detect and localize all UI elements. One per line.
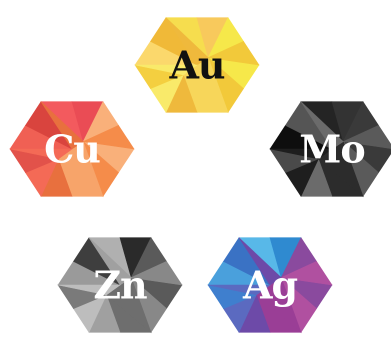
hexagon-facet: [207, 284, 271, 296]
hexagon-facet: [134, 64, 198, 76]
hexagon-facet: [182, 57, 229, 114]
hexagon-facet: [317, 141, 364, 198]
hexagon-label-zinc: Zn: [93, 263, 147, 308]
hexagon-facet: [57, 141, 104, 198]
hexagon-facet: [82, 125, 135, 150]
hexagon-zinc: [57, 237, 183, 334]
hexagon-facet: [238, 237, 282, 286]
hexagon-copper: [9, 101, 135, 198]
hexagon-label-silver: Ag: [242, 263, 297, 308]
hexagon-facet: [207, 41, 260, 66]
hexagon-label-molybdenum: Mo: [299, 127, 364, 172]
hexagon-facet: [165, 17, 209, 66]
hexagon-molybdenum: [269, 101, 391, 198]
hexagon-label-gold: Au: [168, 43, 224, 88]
hexagon-facet: [255, 277, 302, 334]
hexagon-label-copper: Cu: [44, 127, 100, 172]
hexagon-facet: [40, 101, 84, 150]
hexagon-silver: [207, 237, 333, 334]
hexagon-facet: [88, 237, 132, 286]
hexagon-facet: [9, 148, 73, 160]
hexagon-facet: [105, 277, 152, 334]
hexagon-facet: [57, 284, 121, 296]
hexagon-facet: [280, 261, 333, 286]
hexagon-facet: [130, 261, 183, 286]
hexagon-facet: [269, 148, 333, 160]
hexagon-facet: [342, 125, 391, 149]
hexagon-gold: [134, 17, 260, 114]
hexagon-facet: [300, 101, 344, 150]
